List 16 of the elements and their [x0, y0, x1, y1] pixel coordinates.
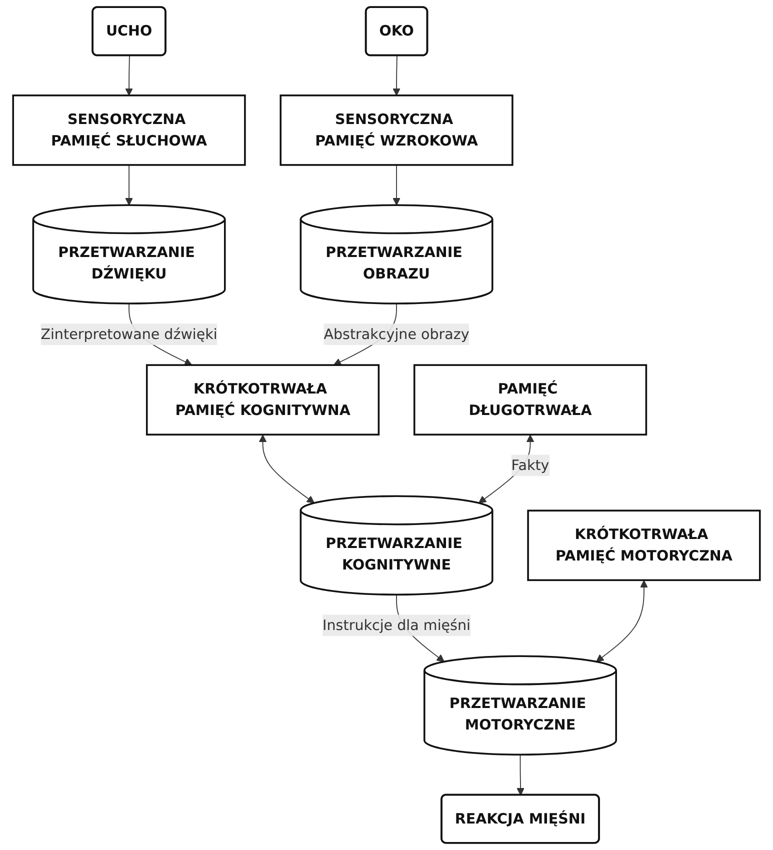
arrow — [125, 55, 133, 96]
arrow — [125, 164, 133, 206]
node-box: KRÓTKOTRWAŁA PAMIĘĆ KOGNITYWNA — [146, 364, 380, 436]
edge-label: Zinterpretowane dźwięki — [40, 325, 218, 342]
arrow — [596, 580, 648, 662]
edge-label: Fakty — [511, 456, 550, 474]
edge-label: Abstrakcyjne obrazy — [324, 325, 470, 342]
arrow — [392, 164, 400, 206]
node-box: SENSORYCZNA PAMIĘĆ WZROKOWA — [280, 94, 514, 166]
node-box: PAMIĘĆ DŁUGOTRWAŁA — [413, 364, 648, 436]
arrow — [392, 55, 400, 96]
edge-label: Instrukcje dla mięśni — [322, 616, 471, 634]
node-box: SENSORYCZNA PAMIĘĆ SŁUCHOWA — [12, 94, 246, 166]
node-box: KRÓTKOTRWAŁA PAMIĘĆ MOTORYCZNA — [527, 510, 761, 582]
arrow — [258, 434, 315, 504]
arrow — [516, 754, 524, 796]
